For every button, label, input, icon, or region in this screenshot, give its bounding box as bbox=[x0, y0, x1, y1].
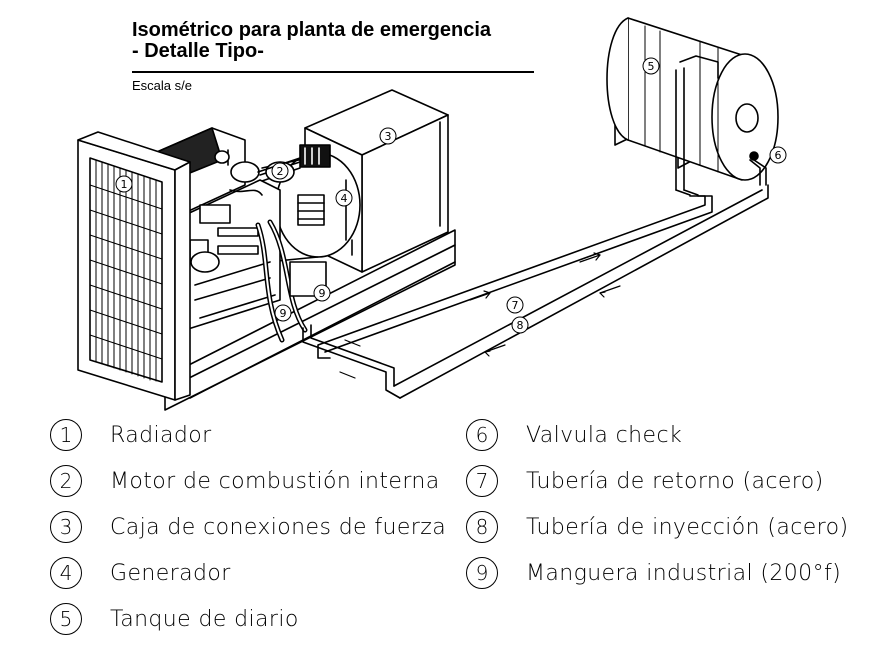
callout-4-label: 4 bbox=[341, 192, 348, 205]
callout-7: 7 bbox=[506, 296, 524, 314]
day-tank bbox=[606, 17, 779, 196]
legend-label: Motor de combustión interna bbox=[110, 468, 440, 494]
return-pipe bbox=[302, 184, 769, 399]
callout-5-label: 5 bbox=[648, 60, 655, 73]
callout-5: 5 bbox=[642, 57, 660, 75]
callout-2-label: 2 bbox=[277, 165, 284, 178]
industrial-hoses bbox=[255, 219, 327, 343]
callout-9a: 9 bbox=[313, 284, 331, 302]
legend-label: Manguera industrial (200°f) bbox=[526, 560, 842, 586]
legend-number: 5 bbox=[50, 603, 82, 635]
legend-label: Tubería de inyección (acero) bbox=[526, 514, 849, 540]
legend-item-2: 2 Motor de combustión interna bbox=[50, 463, 440, 499]
legend-item-6: 6 Valvula check bbox=[466, 417, 682, 453]
legend-item-7: 7 Tubería de retorno (acero) bbox=[466, 463, 824, 499]
legend-label: Tanque de diario bbox=[110, 606, 299, 632]
legend-item-5: 5 Tanque de diario bbox=[50, 601, 299, 637]
legend-number: 6 bbox=[466, 419, 498, 451]
callout-6-label: 6 bbox=[775, 149, 782, 162]
callout-7-label: 7 bbox=[512, 299, 519, 312]
legend-label: Generador bbox=[110, 560, 231, 586]
callout-6: 6 bbox=[769, 146, 787, 164]
legend-number: 4 bbox=[50, 557, 82, 589]
legend-item-4: 4 Generador bbox=[50, 555, 231, 591]
flow-arrows bbox=[339, 252, 621, 379]
diagram-title: Isométrico para planta de emergencia - D… bbox=[132, 20, 491, 62]
legend-item-9: 9 Manguera industrial (200°f) bbox=[466, 555, 841, 591]
radiator bbox=[77, 131, 191, 401]
legend-number: 2 bbox=[50, 465, 82, 497]
legend-label: Caja de conexiones de fuerza bbox=[110, 514, 447, 540]
legend-number: 8 bbox=[466, 511, 498, 543]
title-line-1: Isométrico para planta de emergencia bbox=[132, 19, 492, 41]
legend-label: Radiador bbox=[110, 422, 212, 448]
callout-1: 1 bbox=[115, 175, 133, 193]
scale-note: Escala s/e bbox=[132, 78, 192, 93]
callout-8: 8 bbox=[511, 316, 529, 334]
callouts: 1 2 3 4 5 6 7 8 bbox=[115, 57, 787, 334]
legend-number: 3 bbox=[50, 511, 82, 543]
legend-item-8: 8 Tubería de inyección (acero) bbox=[466, 509, 848, 545]
callout-1-label: 1 bbox=[121, 178, 128, 191]
legend-number: 7 bbox=[466, 465, 498, 497]
legend-label: Tubería de retorno (acero) bbox=[526, 468, 824, 494]
legend-item-3: 3 Caja de conexiones de fuerza bbox=[50, 509, 446, 545]
legend-item-1: 1 Radiador bbox=[50, 417, 212, 453]
callout-2: 2 bbox=[271, 162, 289, 180]
legend-number: 9 bbox=[466, 557, 498, 589]
title-line-2: - Detalle Tipo- bbox=[132, 40, 264, 62]
callout-9a-label: 9 bbox=[319, 287, 326, 300]
callout-9b-label: 9 bbox=[280, 307, 287, 320]
callout-3: 3 bbox=[379, 127, 397, 145]
title-underline bbox=[132, 71, 534, 73]
callout-9b: 9 bbox=[274, 304, 292, 322]
engine bbox=[149, 127, 331, 331]
legend-number: 1 bbox=[50, 419, 82, 451]
skid-base bbox=[164, 229, 456, 411]
generator bbox=[234, 152, 361, 266]
callout-8-label: 8 bbox=[517, 319, 524, 332]
callout-3-label: 3 bbox=[385, 130, 392, 143]
legend-label: Valvula check bbox=[526, 422, 683, 448]
callout-4: 4 bbox=[335, 189, 353, 207]
